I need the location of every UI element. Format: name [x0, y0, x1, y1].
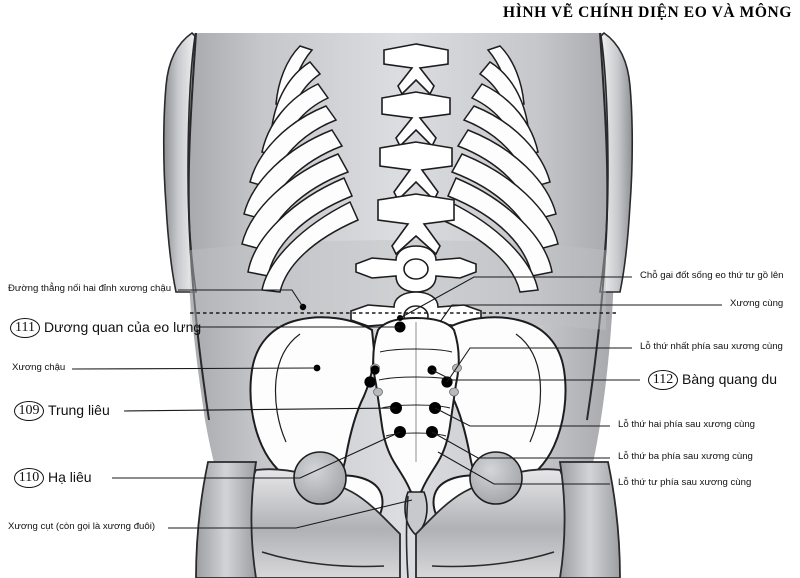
leader-coccyx [168, 499, 413, 529]
label-sacrum: Xương cùng [730, 298, 784, 310]
label-posterior-sacral-foramen-1-text: Lỗ thứ nhất phía sau xương cùng [640, 341, 783, 352]
sacrum-bone [370, 316, 462, 537]
label-iliac-crest-line-text: Đường thẳng nối hai đỉnh xương chậu [8, 283, 172, 294]
label-coccyx: Xương cụt (còn gọi là xương đuôi) [8, 521, 156, 533]
label-posterior-sacral-foramen-4-text: Lỗ thứ tư phía sau xương cùng [618, 477, 752, 488]
label-posterior-sacral-foramen-3: Lỗ thứ ba phía sau xương cùng [618, 451, 753, 463]
number-badge-111: 111 [10, 318, 40, 338]
label-point-111-text: Dương quan của eo lưng [44, 319, 202, 336]
vertebral-column [350, 43, 482, 341]
label-pelvis-bone: Xương chậu [12, 362, 66, 374]
figure-title: HÌNH VẼ CHÍNH DIỆN EO VÀ MÔNG [503, 4, 792, 21]
leader-foramen-1 [446, 347, 632, 383]
label-point-109: 109 Trung liêu [14, 401, 110, 421]
gluteal-region [195, 451, 621, 578]
leader-point-109 [123, 407, 397, 412]
label-l4-spinous-process-text: Chỗ gai đốt sống eo thứ tư gồ lên [640, 270, 784, 281]
acupoint-foramen1-left-dot [364, 376, 376, 388]
label-point-110-text: Hạ liêu [48, 469, 92, 486]
label-pelvis-bone-text: Xương chậu [12, 362, 66, 373]
label-posterior-sacral-foramen-1: Lỗ thứ nhất phía sau xương cùng [640, 341, 783, 353]
label-posterior-sacral-foramen-2: Lỗ thứ hai phía sau xương cùng [618, 419, 756, 431]
leader-point-110 [112, 431, 401, 479]
label-posterior-sacral-foramen-2-text: Lỗ thứ hai phía sau xương cùng [618, 419, 756, 430]
leader-l4-spinous [399, 276, 632, 319]
label-point-110: 110 Hạ liêu [14, 468, 92, 488]
label-sacrum-text: Xương cùng [730, 298, 784, 309]
label-iliac-crest-line: Đường thẳng nối hai đỉnh xương chậu [8, 283, 172, 295]
label-point-109-text: Trung liêu [48, 402, 110, 419]
leader-foramen-4 [437, 451, 610, 485]
acupoint-112-left-dot [370, 365, 380, 375]
label-l4-spinous-process: Chỗ gai đốt sống eo thứ tư gồ lên [640, 270, 784, 282]
number-badge-109: 109 [14, 401, 44, 421]
leader-pelvis-bone [71, 367, 318, 370]
label-point-112-text: Bàng quang du [682, 371, 777, 388]
number-badge-110: 110 [14, 468, 44, 488]
leader-point-112 [431, 369, 640, 381]
leader-foramen-3 [431, 431, 610, 459]
leader-foramen-2 [434, 407, 610, 427]
label-coccyx-text: Xương cụt (còn gọi là xương đuôi) [8, 521, 156, 532]
label-posterior-sacral-foramen-3-text: Lỗ thứ ba phía sau xương cùng [618, 451, 753, 462]
leader-lines [71, 276, 722, 529]
number-badge-112: 112 [648, 370, 678, 390]
leader-iliac-crest-line [178, 289, 304, 308]
label-point-111: 111 Dương quan của eo lưng [10, 318, 201, 338]
label-posterior-sacral-foramen-4: Lỗ thứ tư phía sau xương cùng [618, 477, 752, 489]
label-point-112: 112 Bàng quang du [648, 370, 777, 390]
rib-cage [241, 45, 559, 293]
leader-sacrum [439, 304, 722, 323]
